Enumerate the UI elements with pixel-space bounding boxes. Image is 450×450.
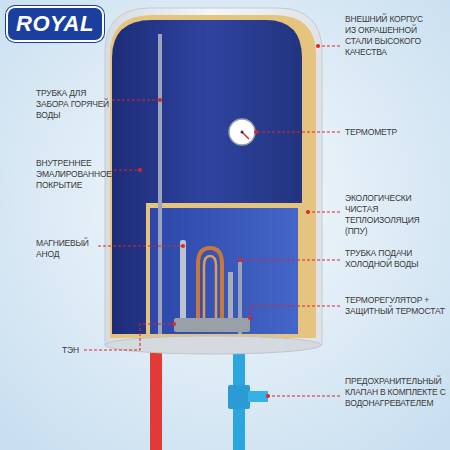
part-label: ТРУБКА ПОДАЧИ ХОЛОДНОЙ ВОДЫ: [345, 248, 435, 270]
insulation: [110, 15, 316, 338]
safety-valve-body: [228, 385, 250, 409]
leader-line: [240, 259, 340, 260]
magnesium-anode: [180, 240, 186, 320]
part-label: ПРЕДОХРАНИТЕЛЬНЫЙ КЛАПАН В КОМПЛЕКТЕ С В…: [345, 376, 447, 409]
part-label: ЭКОЛОГИЧЕСКИ ЧИСТАЯ ТЕПЛОИЗОЛЯЦИЯ (ППУ): [345, 193, 429, 237]
leader-line: [268, 395, 340, 396]
leader-dot: [172, 322, 176, 326]
part-label: ТЭН: [62, 345, 92, 356]
thermometer-dial: [229, 119, 255, 145]
thermostat-tube: [228, 272, 233, 320]
heating-element: [198, 248, 222, 320]
leader-dot: [266, 394, 270, 398]
flange: [174, 318, 250, 332]
safety-valve-outlet: [248, 391, 268, 402]
leader-line: [256, 131, 340, 132]
leader-line: [84, 324, 174, 350]
bottom-cover: [105, 336, 321, 354]
outer-casing: [105, 8, 322, 345]
brand-logo: ROYAL: [8, 8, 102, 40]
leader-dots: [138, 44, 320, 398]
hot-pipe-outlet: [150, 345, 162, 450]
leader-line: [112, 99, 160, 100]
part-label: ТРУБКА ДЛЯ ЗАБОРА ГОРЯЧЕЙ ВОДЫ: [36, 88, 110, 121]
part-label: ВНЕШНИЙ КОРПУС ИЗ ОКРАШЕННОЙ СТАЛИ ВЫСОК…: [345, 14, 429, 58]
leader-dot: [158, 98, 162, 102]
part-label: ТЕРМОМЕТР: [345, 127, 445, 138]
leader-line: [114, 169, 140, 170]
part-label: ТЕРМОРЕГУЛЯТОР + ЗАЩИТНЫЙ ТЕРМОСТАТ: [345, 295, 447, 317]
cutaway-interior: [150, 208, 298, 334]
cutaway-wall: [146, 203, 302, 334]
leader-dot: [316, 44, 320, 48]
leader-dot: [248, 316, 252, 320]
part-label: ВНУТРЕННЕЕ ЭМАЛИРОВАННОЕ ПОКРЫТИЕ: [36, 158, 116, 191]
inner-tank: [112, 20, 302, 334]
leader-dot: [138, 168, 142, 172]
part-label: МАГНИЕВЫЙ АНОД: [36, 238, 96, 260]
leader-line: [250, 306, 340, 318]
leader-dot: [254, 130, 258, 134]
brand-name: ROYAL: [16, 11, 94, 37]
leader-line: [318, 45, 340, 46]
leader-line: [98, 245, 183, 246]
leader-line: [308, 211, 340, 212]
heating-element-inner: [204, 256, 216, 320]
thermometer-pivot: [241, 131, 244, 134]
leader-dot: [306, 210, 310, 214]
leader-dot: [181, 244, 185, 248]
leader-lines: [84, 46, 340, 396]
leader-dot: [238, 258, 242, 262]
hot-water-pipe: [158, 34, 162, 334]
